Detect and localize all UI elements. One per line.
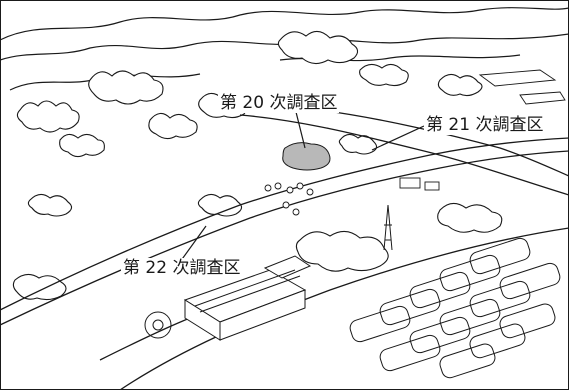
- roads: [0, 109, 569, 390]
- pylon: [383, 204, 393, 251]
- leader-lines: [179, 111, 425, 263]
- main-building: [183, 255, 312, 341]
- label-area-22: 第 22 次調査区: [121, 258, 243, 278]
- area-20-highlight: [282, 142, 331, 171]
- tree-clusters: [12, 30, 503, 301]
- roundabout: [144, 311, 172, 339]
- label-area-21: 第 21 次調査区: [424, 115, 546, 135]
- parking-lots: [349, 237, 561, 379]
- label-area-20: 第 20 次調査区: [218, 93, 340, 113]
- small-structures: [264, 69, 566, 216]
